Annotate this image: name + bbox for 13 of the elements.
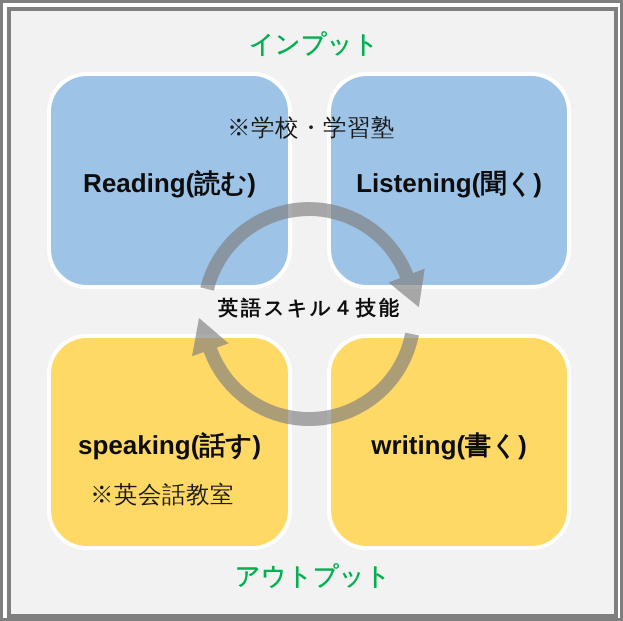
curved-arrow (192, 318, 419, 426)
skill-title: Reading(読む) (83, 169, 256, 199)
note-text: ※英会話教室 (90, 482, 234, 508)
skill-card (327, 334, 571, 550)
curved-arrow (200, 202, 424, 306)
skill-title: writing(書く) (371, 431, 527, 461)
section-heading: アウトプット (235, 562, 391, 592)
skill-title: speaking(話す) (78, 431, 262, 461)
center-label: 英語スキル４技能 (218, 298, 402, 320)
skill-card (47, 334, 292, 550)
section-heading: インプット (249, 30, 379, 60)
skill-title: Listening(聞く) (356, 169, 542, 199)
note-text: ※学校・学習塾 (227, 114, 395, 142)
